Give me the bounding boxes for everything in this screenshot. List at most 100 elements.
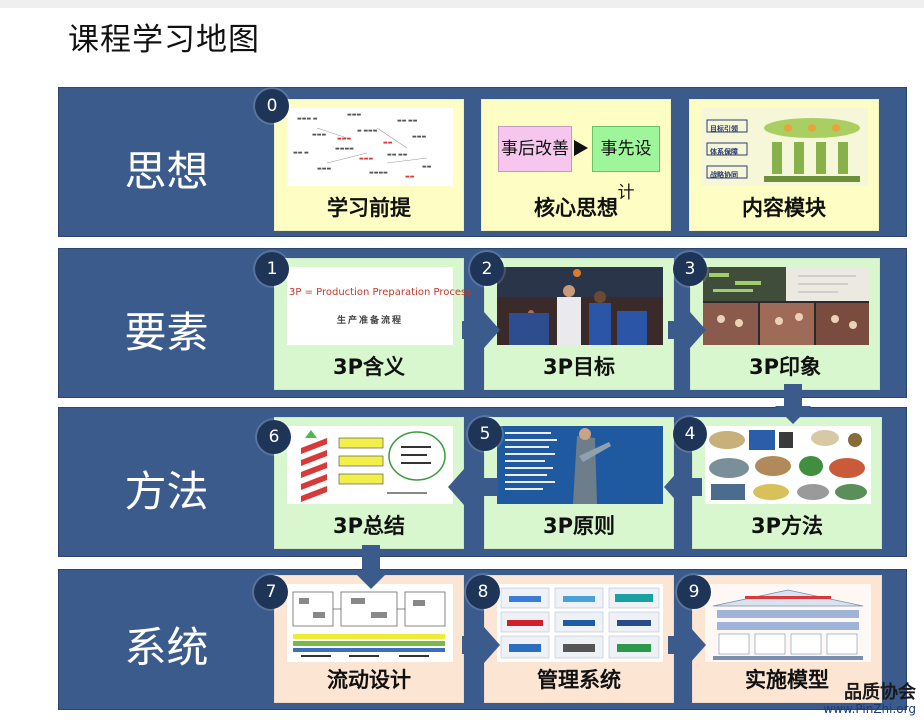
band-elements: 要素 3P = Production Preparation Process 生… <box>58 248 907 398</box>
flow-layout-diagram <box>292 591 446 657</box>
watermark-title: 品质协会 <box>844 682 916 703</box>
module-diagram-image <box>706 118 860 182</box>
module-row-1: 目标引领 <box>710 125 738 133</box>
basketball-photo <box>497 267 663 345</box>
3p-definition-text: 3P = Production Preparation Process <box>289 287 472 298</box>
flow-arrow-2-to-3 <box>668 312 706 348</box>
step-badge-6: 6 <box>257 420 291 454</box>
svg-text:▬▬▬: ▬▬▬ <box>312 132 326 138</box>
svg-text:▬▬ ▬▬: ▬▬ ▬▬ <box>387 152 408 158</box>
thumbnail-3p-meaning: 3P = Production Preparation Process 生产准备… <box>287 267 472 345</box>
band-label: 要素 <box>124 308 209 357</box>
card-label: 管理系统 <box>537 668 621 692</box>
flow-arrow-3-to-4 <box>775 384 811 424</box>
card-label: 3P总结 <box>332 514 405 538</box>
svg-text:▬▬▬▬: ▬▬▬▬ <box>335 146 354 152</box>
step-badge-0: 0 <box>255 89 289 123</box>
svg-text:▬▬: ▬▬ <box>383 140 393 146</box>
svg-text:▬▬: ▬▬ <box>422 164 432 170</box>
thumbnail-3p-principles <box>497 426 663 504</box>
advance-design-box: 事先设计 <box>592 126 660 203</box>
flow-arrow-6-to-7 <box>353 545 389 589</box>
svg-text:▬▬ ▬: ▬▬ ▬ <box>293 150 309 156</box>
band-label: 方法 <box>124 467 209 516</box>
card-3p-goal[interactable]: 3P目标 <box>484 258 674 390</box>
module-row-2: 体系保障 <box>710 148 738 156</box>
step-badge-2: 2 <box>470 252 504 286</box>
card-content-modules[interactable]: 目标引领 体系保障 战略协同 内容模块 <box>689 99 879 231</box>
band-thought: 思想 ▬▬▬ ▬▬▬▬▬▬ ▬▬ ▬▬▬▬ ▬▬▬▬▬▬ ▬▬ ▬▬▬▬▬▬▬ … <box>58 87 907 237</box>
summary-diagram-image <box>301 430 446 502</box>
thumbnail-content-modules: 目标引领 体系保障 战略协同 <box>702 108 868 186</box>
thumbnail-3p-impression <box>703 267 869 345</box>
svg-text:▬ ▬▬▬: ▬ ▬▬▬ <box>357 128 378 134</box>
word-cloud-image: ▬▬▬ ▬▬▬▬▬▬ ▬▬ ▬▬▬▬ ▬▬▬▬▬▬ ▬▬ ▬▬▬▬▬▬▬ ▬▬ … <box>293 112 432 180</box>
thumbnail-core-idea: 事后改善 事先设计 <box>494 108 660 203</box>
svg-text:▬▬▬: ▬▬▬ <box>337 136 351 142</box>
card-3p-methods[interactable]: 3P方法 <box>692 417 882 549</box>
3p-definition-cn: 生产准备流程 <box>336 316 403 326</box>
flow-arrow-7-to-8 <box>462 627 500 663</box>
thumbnail-implementation-model <box>705 584 871 662</box>
watermark: 品质协会 www.PinZhi.org <box>823 683 916 716</box>
card-label: 流动设计 <box>327 668 411 692</box>
nature-inspiration-collage <box>709 430 867 500</box>
step-badge-1: 1 <box>255 252 289 286</box>
band-system: 系统 流动设计 <box>58 569 907 710</box>
implementation-house-diagram <box>712 589 864 660</box>
step-badge-5: 5 <box>468 417 502 451</box>
flow-arrow-8-to-9 <box>668 627 706 663</box>
band-label: 思想 <box>124 147 209 196</box>
svg-text:▬▬▬ ▬: ▬▬▬ ▬ <box>297 116 318 122</box>
card-label: 3P目标 <box>542 355 615 379</box>
card-management-system[interactable]: 管理系统 <box>484 575 674 703</box>
thumbnail-flow-design <box>287 584 453 662</box>
card-flow-design[interactable]: 流动设计 <box>274 575 464 703</box>
svg-text:▬▬▬: ▬▬▬ <box>359 156 373 162</box>
step-badge-4: 4 <box>673 417 707 451</box>
watermark-url: www.PinZhi.org <box>823 702 916 716</box>
card-3p-impression[interactable]: 3P印象 <box>690 258 880 390</box>
card-implementation-model[interactable]: 实施模型 <box>692 575 882 703</box>
card-3p-summary[interactable]: 3P总结 <box>274 417 464 549</box>
principles-photo <box>497 426 663 504</box>
workshop-photo-collage <box>703 267 869 345</box>
card-label: 实施模型 <box>745 668 829 692</box>
module-row-3: 战略协同 <box>710 171 738 179</box>
svg-text:▬▬▬▬: ▬▬▬▬ <box>369 170 388 176</box>
arrow-right-icon <box>574 140 588 156</box>
card-learning-prerequisite[interactable]: ▬▬▬ ▬▬▬▬▬▬ ▬▬ ▬▬▬▬ ▬▬▬▬▬▬ ▬▬ ▬▬▬▬▬▬▬ ▬▬ … <box>274 99 464 231</box>
card-label: 核心思想 <box>534 196 618 220</box>
card-3p-meaning[interactable]: 3P = Production Preparation Process 生产准备… <box>274 258 472 390</box>
svg-text:▬▬▬: ▬▬▬ <box>347 112 361 118</box>
flow-arrow-1-to-2 <box>462 312 500 348</box>
page-title: 课程学习地图 <box>68 22 260 58</box>
thumbnail-management-system <box>497 584 663 662</box>
svg-text:▬▬: ▬▬ <box>405 174 415 180</box>
svg-text:▬▬▬: ▬▬▬ <box>412 134 426 140</box>
svg-text:▬▬ ▬▬: ▬▬ ▬▬ <box>397 118 418 124</box>
card-label: 3P原则 <box>542 514 615 538</box>
step-badge-9: 9 <box>677 575 711 609</box>
top-strip <box>0 0 924 8</box>
card-label: 内容模块 <box>742 196 826 220</box>
card-label: 3P方法 <box>750 514 823 538</box>
band-label: 系统 <box>124 623 209 672</box>
card-label: 学习前提 <box>327 196 411 220</box>
card-core-idea[interactable]: 事后改善 事先设计 核心思想 <box>481 99 671 231</box>
thumbnail-learning-prerequisite: ▬▬▬ ▬▬▬▬▬▬ ▬▬ ▬▬▬▬ ▬▬▬▬▬▬ ▬▬ ▬▬▬▬▬▬▬ ▬▬ … <box>287 108 453 186</box>
card-3p-principles[interactable]: 3P原则 <box>484 417 674 549</box>
step-badge-8: 8 <box>466 575 500 609</box>
step-badge-3: 3 <box>673 252 707 286</box>
svg-text:▬▬▬: ▬▬▬ <box>317 166 331 172</box>
card-label: 3P印象 <box>748 355 821 379</box>
thumbnail-3p-goal <box>497 267 663 345</box>
company-logo-grid <box>500 587 660 659</box>
thumbnail-3p-summary <box>287 426 453 504</box>
flow-arrow-5-to-6 <box>448 469 498 505</box>
after-improvement-box: 事后改善 <box>498 126 572 172</box>
step-badge-7: 7 <box>254 575 288 609</box>
thumbnail-3p-methods <box>705 426 871 504</box>
flow-arrow-4-to-5 <box>664 469 702 505</box>
card-label: 3P含义 <box>332 355 405 379</box>
